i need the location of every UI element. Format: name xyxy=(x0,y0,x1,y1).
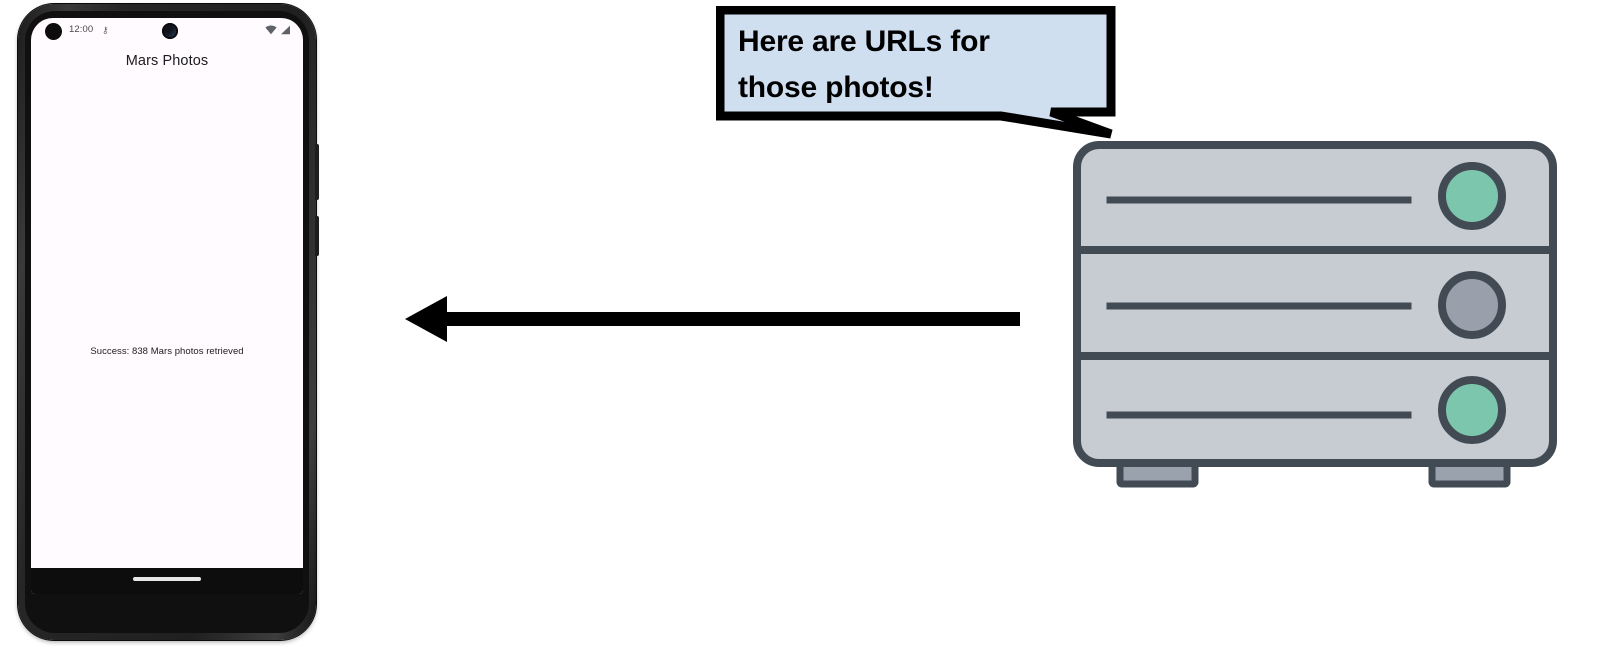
speech-bubble-shape xyxy=(716,6,1116,139)
status-led-2-icon xyxy=(1438,271,1506,339)
phone-power-button[interactable] xyxy=(315,144,319,200)
phone-screen: 12:00 ⚷ Mars Photos Success: 838 Mars ph… xyxy=(31,18,303,594)
status-led-3-icon xyxy=(1438,376,1506,444)
speech-bubble-line-1: Here are URLs for xyxy=(738,25,990,58)
app-bar: Mars Photos xyxy=(31,44,303,78)
status-led-1-icon xyxy=(1438,162,1506,230)
screen-content: Success: 838 Mars photos retrieved xyxy=(31,78,303,594)
speech-bubble-outline xyxy=(716,6,1116,139)
status-bar: 12:00 ⚷ xyxy=(31,18,303,44)
status-bar-small-icon: ⚷ xyxy=(102,25,109,35)
android-phone-device: 12:00 ⚷ Mars Photos Success: 838 Mars ph… xyxy=(18,4,319,640)
phone-volume-button[interactable] xyxy=(315,216,319,256)
gesture-pill-handle[interactable] xyxy=(133,577,201,581)
notification-dot-icon xyxy=(45,23,62,40)
speech-bubble-text: Here are URLs for those photos! xyxy=(738,19,1088,110)
arrow-shape xyxy=(405,296,1020,342)
web-server-illustration xyxy=(1073,141,1557,488)
navigation-bar xyxy=(31,568,303,594)
status-bar-time: 12:00 xyxy=(69,24,94,35)
result-message: Success: 838 Mars photos retrieved xyxy=(90,346,244,357)
wifi-icon xyxy=(265,25,277,35)
response-arrow xyxy=(405,296,1020,342)
cellular-signal-icon xyxy=(281,25,290,35)
server-speech-bubble: Here are URLs for those photos! xyxy=(716,6,1121,141)
page-title: Mars Photos xyxy=(125,53,209,69)
status-bar-indicators xyxy=(265,23,291,37)
speech-bubble-line-2: those photos! xyxy=(738,70,934,104)
front-camera-icon xyxy=(162,23,178,39)
